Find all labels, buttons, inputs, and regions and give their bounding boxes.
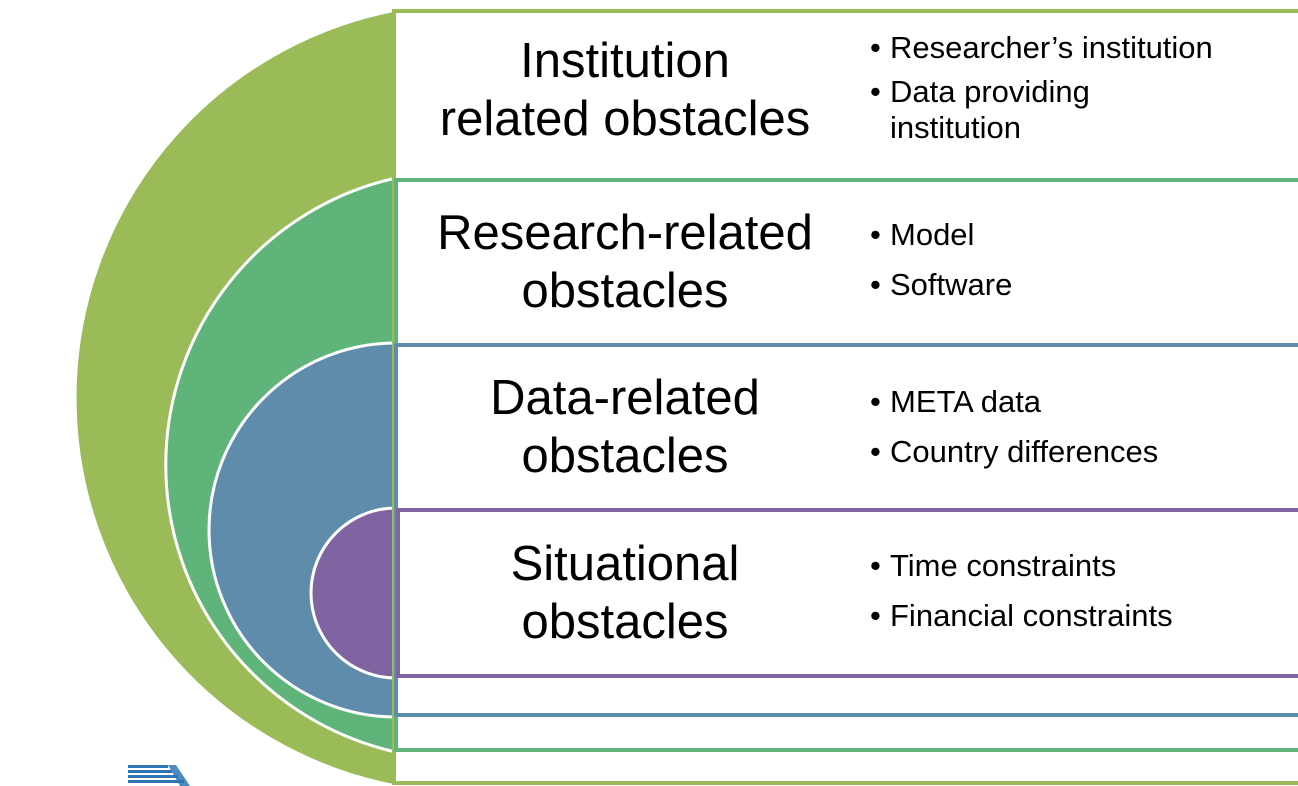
row-title-line: obstacles	[521, 429, 729, 483]
row-title-institution: Institution related obstacles	[420, 32, 830, 148]
box-situational	[396, 508, 1298, 678]
arc-situational	[309, 506, 398, 680]
list-item: Researcher’s institution	[870, 30, 1290, 66]
row-title-situational: Situational obstacles	[420, 535, 830, 651]
list-item: Financial constraints	[870, 598, 1290, 634]
list-item: Time constraints	[870, 548, 1290, 584]
row-title-line: obstacles	[521, 264, 729, 318]
row-title-line: obstacles	[521, 595, 729, 649]
row-title-line: related obstacles	[439, 92, 811, 146]
list-item: META data	[870, 384, 1290, 420]
list-item: Software	[870, 267, 1270, 303]
bullet-list-institution: Researcher’s institution Data providing …	[870, 30, 1290, 160]
institution-logo-icon	[128, 765, 190, 786]
list-item: Data providing institution	[870, 74, 1100, 146]
bullet-list-research: Model Software	[870, 217, 1270, 317]
row-title-research: Research-related obstacles	[410, 204, 840, 320]
bullet-list-situational: Time constraints Financial constraints	[870, 548, 1290, 648]
row-title-line: Data-related	[490, 371, 760, 425]
list-item: Country differences	[870, 434, 1290, 470]
bullet-list-data: META data Country differences	[870, 384, 1290, 484]
list-item: Model	[870, 217, 1270, 253]
row-title-data: Data-related obstacles	[420, 369, 830, 485]
row-title-line: Institution	[520, 34, 730, 88]
row-title-line: Situational	[510, 537, 740, 591]
row-title-line: Research-related	[437, 206, 813, 260]
